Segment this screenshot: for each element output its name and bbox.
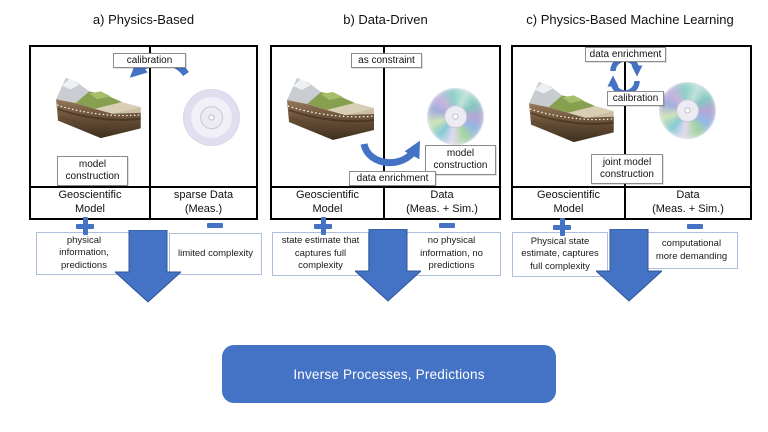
- minus-icon: [439, 223, 455, 228]
- pro-note: physical information, predictions: [36, 232, 132, 275]
- cell-text: (Meas. + Sim.): [652, 203, 724, 215]
- cell-text: Geoscientific: [296, 189, 359, 202]
- cell-text: Model: [553, 203, 584, 215]
- panel-a-right-cell-label: sparse Data (Meas.): [151, 188, 256, 218]
- summary-banner: Inverse Processes, Predictions: [222, 345, 556, 403]
- down-arrow-icon: [115, 230, 181, 303]
- panel-c-label-row-line: [513, 186, 750, 188]
- panel-a-divider: [149, 47, 151, 218]
- panel-a-title: a) Physics-Based: [92, 11, 195, 27]
- cell-text: Model: [75, 203, 105, 215]
- calibration-label: calibration: [113, 53, 186, 68]
- geoscientific-model-image: [517, 74, 619, 146]
- panel-c-right-cell-label: Data (Meas. + Sim.): [626, 188, 750, 218]
- pro-note: Physical state estimate, captures full c…: [512, 232, 608, 277]
- cell-text: (Meas. + Sim.): [406, 203, 478, 215]
- summary-banner-label: Inverse Processes, Predictions: [293, 366, 485, 382]
- minus-icon: [687, 224, 703, 229]
- disc-hub: [199, 105, 224, 130]
- panel-b-title: b) Data-Driven: [343, 11, 428, 27]
- sparse-data-disc-image: [183, 89, 240, 146]
- data-enrichment-label: data enrichment: [349, 171, 436, 186]
- con-note: computational more demanding: [645, 232, 738, 269]
- panel-a-left-cell-label: Geoscientific Model: [31, 188, 149, 218]
- down-arrow-icon: [355, 229, 421, 302]
- panel-b-label-row-line: [272, 186, 499, 188]
- con-note: no physical information, no predictions: [402, 232, 501, 276]
- calibration-label: calibration: [607, 91, 664, 106]
- joint-model-construction-label: joint model construction: [591, 154, 663, 184]
- panel-c-left-cell-label: Geoscientific Model: [513, 188, 624, 218]
- con-note: limited complexity: [169, 233, 262, 275]
- cell-text: Geoscientific: [58, 189, 122, 202]
- disc-hole: [452, 113, 459, 120]
- panel-c-divider: [624, 47, 626, 218]
- panel-a-label-row-line: [31, 186, 256, 188]
- disc-hole: [208, 114, 215, 121]
- cell-text: Data: [430, 189, 454, 202]
- minus-icon: [207, 223, 223, 228]
- cell-text: Data: [676, 189, 700, 202]
- panel-c-title: c) Physics-Based Machine Learning: [526, 11, 734, 27]
- geoscientific-model-image: [275, 70, 379, 144]
- cell-text: Model: [312, 203, 343, 215]
- plus-icon: [553, 218, 571, 236]
- panel-b-right-cell-label: Data (Meas. + Sim.): [385, 188, 499, 218]
- panel-b-frame: Geoscientific Model Data (Meas. + Sim.): [270, 45, 501, 220]
- plus-icon: [76, 217, 94, 235]
- cycle-arrow-icon: [607, 56, 643, 96]
- cell-text: Geoscientific: [537, 189, 600, 202]
- data-disc-image: [659, 82, 716, 139]
- model-construction-label: model construction: [425, 145, 496, 175]
- down-arrow-icon: [596, 229, 662, 302]
- data-enrichment-arrow-icon: [360, 140, 421, 166]
- as-constraint-label: as constraint: [351, 53, 422, 68]
- model-construction-label: model construction: [57, 156, 128, 186]
- cell-text: sparse Data: [173, 189, 234, 202]
- plus-icon: [314, 217, 332, 235]
- disc-hub: [443, 104, 468, 129]
- data-enrichment-label: data enrichment: [585, 47, 666, 62]
- disc-hub: [675, 98, 700, 123]
- cell-text: (Meas.): [184, 203, 223, 215]
- panel-b-divider: [383, 47, 385, 218]
- disc-hole: [684, 107, 691, 114]
- panel-b-left-cell-label: Geoscientific Model: [272, 188, 383, 218]
- pro-note: state estimate that captures full comple…: [272, 232, 369, 276]
- data-disc-image: [427, 88, 484, 145]
